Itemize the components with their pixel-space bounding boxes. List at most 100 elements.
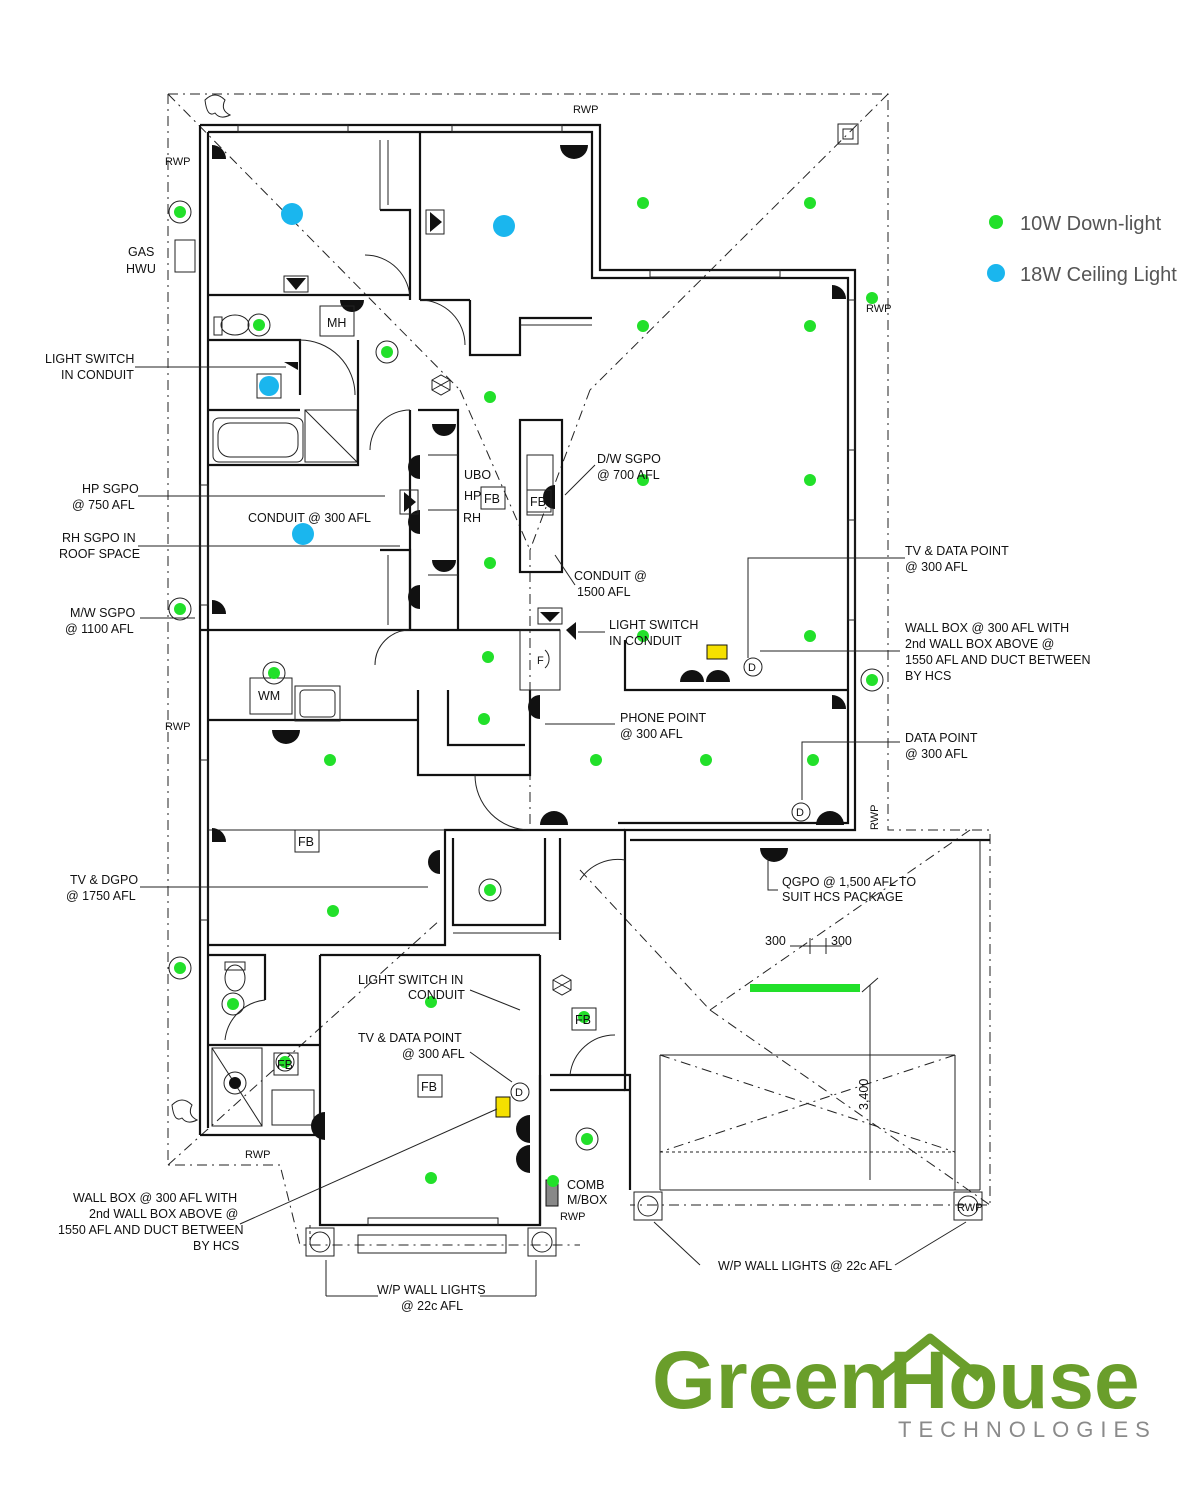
wall-light-icon xyxy=(760,848,788,862)
wall-box-label: 1550 AFL AND DUCT BETWEEN xyxy=(58,1223,243,1237)
data-point-icon: D xyxy=(791,802,811,822)
legend: 10W Down-light 18W Ceiling Light xyxy=(987,213,1177,286)
ceiling-light-icon xyxy=(256,373,282,399)
dimension-label: 300 xyxy=(765,934,786,948)
conduit-label: CONDUIT @ 300 AFL xyxy=(248,511,371,525)
qgpo-label: SUIT HCS PACKAGE xyxy=(782,890,903,904)
downlight-legend-icon xyxy=(989,215,1003,229)
hp-sgpo-label: HP SGPO xyxy=(82,482,139,496)
wp-lights-label: W/P WALL LIGHTS xyxy=(377,1283,486,1297)
rwp-label: RWP xyxy=(245,1149,270,1161)
svg-text:FB: FB xyxy=(421,1080,437,1094)
downlight-icon xyxy=(223,1071,247,1095)
rh-label: RH xyxy=(463,511,481,525)
phone-point-label: @ 300 AFL xyxy=(620,727,683,741)
downlight-icon xyxy=(700,754,712,766)
wp-wall-light-icon xyxy=(633,1191,663,1221)
svg-text:D: D xyxy=(796,807,804,819)
rwp-label: RWP xyxy=(560,1211,585,1223)
downlight-icon xyxy=(637,197,649,209)
downlights xyxy=(168,197,884,1187)
wm-label: WM xyxy=(258,689,280,703)
tv-data-label: @ 300 AFL xyxy=(905,560,968,574)
svg-text:FB: FB xyxy=(484,492,500,506)
switch-icon xyxy=(566,622,576,640)
wp-lights-label: W/P WALL LIGHTS @ 22c AFL xyxy=(718,1259,892,1273)
light-switch-label: LIGHT SWITCH IN xyxy=(358,973,463,987)
gpo-icon xyxy=(408,455,420,479)
data-point-icon: D xyxy=(743,657,763,677)
fixtures: D D D F xyxy=(171,94,983,1257)
wall-light-icon xyxy=(311,1112,325,1140)
exhaust-fan-icon xyxy=(552,974,572,996)
house-roof-icon xyxy=(877,1333,983,1382)
data-point-label: DATA POINT xyxy=(905,731,978,745)
dw-sgpo-label: D/W SGPO xyxy=(597,452,661,466)
light-switch-label: LIGHT SWITCH xyxy=(609,618,698,632)
downlight-icon xyxy=(590,754,602,766)
conduit-label: CONDUIT @ xyxy=(574,569,647,583)
logo-text: GreenHouse xyxy=(652,1335,1140,1426)
downlight-icon xyxy=(866,292,878,304)
downlight-icon xyxy=(804,320,816,332)
svg-text:D: D xyxy=(748,662,756,674)
tv-data-label: TV & DATA POINT xyxy=(358,1031,462,1045)
downlight-icon xyxy=(478,713,490,725)
downlight-icon xyxy=(168,597,192,621)
downlight-icon xyxy=(547,1175,559,1187)
downlight-icon xyxy=(482,651,494,663)
downlight-icon xyxy=(247,313,271,337)
gpo-icon xyxy=(706,670,730,682)
fb-label: FB xyxy=(526,489,552,513)
fb-label: FB xyxy=(480,486,506,510)
downlight-icon xyxy=(637,630,649,642)
leader-lines xyxy=(135,366,967,1297)
downlight-icon xyxy=(804,197,816,209)
ceiling-light-icon xyxy=(281,203,303,225)
ubo-label: UBO xyxy=(464,468,491,482)
roof-outline xyxy=(167,93,991,1246)
light-switch-label: IN CONDUIT xyxy=(609,634,682,648)
wall-light-icon xyxy=(212,828,226,842)
rwp-label: RWP xyxy=(957,1202,982,1214)
light-switch-label: LIGHT SWITCH xyxy=(45,352,134,366)
gpo-icon xyxy=(680,670,704,682)
downlight-icon xyxy=(221,992,245,1016)
wp-wall-light-icon xyxy=(527,1227,557,1257)
wall-box-label: 2nd WALL BOX ABOVE @ xyxy=(89,1207,238,1221)
switch-icon xyxy=(537,607,563,625)
data-point-label: @ 300 AFL xyxy=(905,747,968,761)
downlight-icon xyxy=(327,905,339,917)
svg-text:FB: FB xyxy=(298,835,314,849)
phone-point-label: PHONE POINT xyxy=(620,711,706,725)
ceiling-light-legend-icon xyxy=(987,264,1005,282)
hwu-label: HWU xyxy=(126,262,156,276)
downlight-icon xyxy=(168,200,192,224)
switch-icon xyxy=(425,209,445,235)
svg-text:FB: FB xyxy=(575,1013,591,1027)
gpo-icon xyxy=(432,424,456,436)
svg-text:FB: FB xyxy=(530,495,546,509)
downlight-icon xyxy=(478,878,502,902)
mh-label: MH xyxy=(319,305,355,337)
rh-sgpo-label: RH SGPO IN xyxy=(62,531,136,545)
wp-wall-light-icon xyxy=(305,1227,335,1257)
mw-sgpo-label: @ 1100 AFL xyxy=(65,622,134,636)
rwp-label: RWP xyxy=(866,303,891,315)
svg-text:FB: FB xyxy=(277,1058,293,1072)
wp-wall-light-icon xyxy=(953,1191,983,1221)
ceiling-lights xyxy=(256,203,515,545)
gas-label: GAS xyxy=(128,245,154,259)
gpo-icon xyxy=(543,485,555,509)
downlight-icon xyxy=(324,754,336,766)
legend-downlight-label: 10W Down-light xyxy=(1020,213,1162,235)
data-point-icon: D xyxy=(510,1082,530,1102)
dimension-label: 300 xyxy=(831,934,852,948)
wall-box-label: 1550 AFL AND DUCT BETWEEN xyxy=(905,653,1090,667)
wall-box-label: BY HCS xyxy=(193,1239,239,1253)
wall-light-icon xyxy=(540,811,568,825)
downlight-icon xyxy=(804,630,816,642)
annotations: GAS HWU RWP RWP RWP RWP RWP RWP RWP RWP … xyxy=(45,104,1090,1313)
wall-box-label: BY HCS xyxy=(905,669,951,683)
dw-sgpo-label: @ 700 AFL xyxy=(597,468,660,482)
